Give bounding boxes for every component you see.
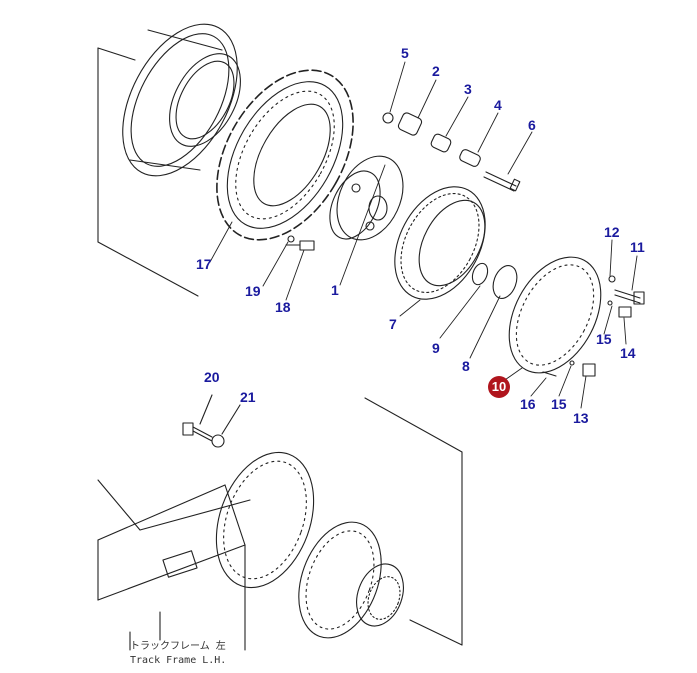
callout-5[interactable]: 5 bbox=[401, 45, 409, 61]
frame-flange bbox=[215, 451, 315, 589]
callout-19[interactable]: 19 bbox=[245, 283, 261, 299]
callout-20[interactable]: 20 bbox=[204, 369, 220, 385]
callout-17[interactable]: 17 bbox=[196, 256, 212, 272]
caption-japanese: トラックフレーム 左 bbox=[130, 641, 226, 652]
callout-4[interactable]: 4 bbox=[494, 97, 502, 113]
callout-10-highlighted[interactable]: 10 bbox=[488, 376, 510, 398]
callout-16[interactable]: 16 bbox=[520, 396, 536, 412]
callout-15-upper[interactable]: 15 bbox=[596, 331, 612, 347]
sprocket-part-17 bbox=[216, 69, 354, 241]
bolt-parts-18-19 bbox=[285, 235, 315, 251]
callout-14[interactable]: 14 bbox=[620, 345, 636, 361]
leader-lines-upper bbox=[209, 61, 638, 409]
bearing-stack-parts-2-6 bbox=[382, 112, 521, 192]
ring-gear-part-7 bbox=[394, 186, 486, 300]
callout-9[interactable]: 9 bbox=[432, 340, 440, 356]
lower-panel-outline bbox=[364, 397, 463, 646]
callout-3[interactable]: 3 bbox=[464, 81, 472, 97]
bolt-parts-11-16 bbox=[542, 275, 645, 377]
carrier-part-1 bbox=[329, 155, 404, 241]
callout-2[interactable]: 2 bbox=[432, 63, 440, 79]
upper-panel-outline bbox=[97, 47, 199, 297]
cover-part-10 bbox=[508, 256, 602, 374]
callout-1[interactable]: 1 bbox=[331, 282, 339, 298]
callout-21[interactable]: 21 bbox=[240, 389, 256, 405]
callout-13[interactable]: 13 bbox=[573, 410, 589, 426]
callout-12[interactable]: 12 bbox=[604, 224, 620, 240]
motor-hub bbox=[298, 521, 404, 639]
callout-7[interactable]: 7 bbox=[389, 316, 397, 332]
ring-part-8 bbox=[492, 265, 518, 299]
ring-part-9 bbox=[471, 262, 489, 286]
hub-ring-part-17 bbox=[122, 23, 241, 177]
caption-english: Track Frame L.H. bbox=[130, 655, 227, 666]
callout-6[interactable]: 6 bbox=[528, 117, 536, 133]
callout-18[interactable]: 18 bbox=[275, 299, 291, 315]
callout-11[interactable]: 11 bbox=[630, 239, 645, 255]
track-frame bbox=[97, 479, 251, 651]
bolt-parts-20-21 bbox=[182, 394, 241, 448]
callout-8[interactable]: 8 bbox=[462, 358, 470, 374]
callout-15-lower[interactable]: 15 bbox=[551, 396, 567, 412]
